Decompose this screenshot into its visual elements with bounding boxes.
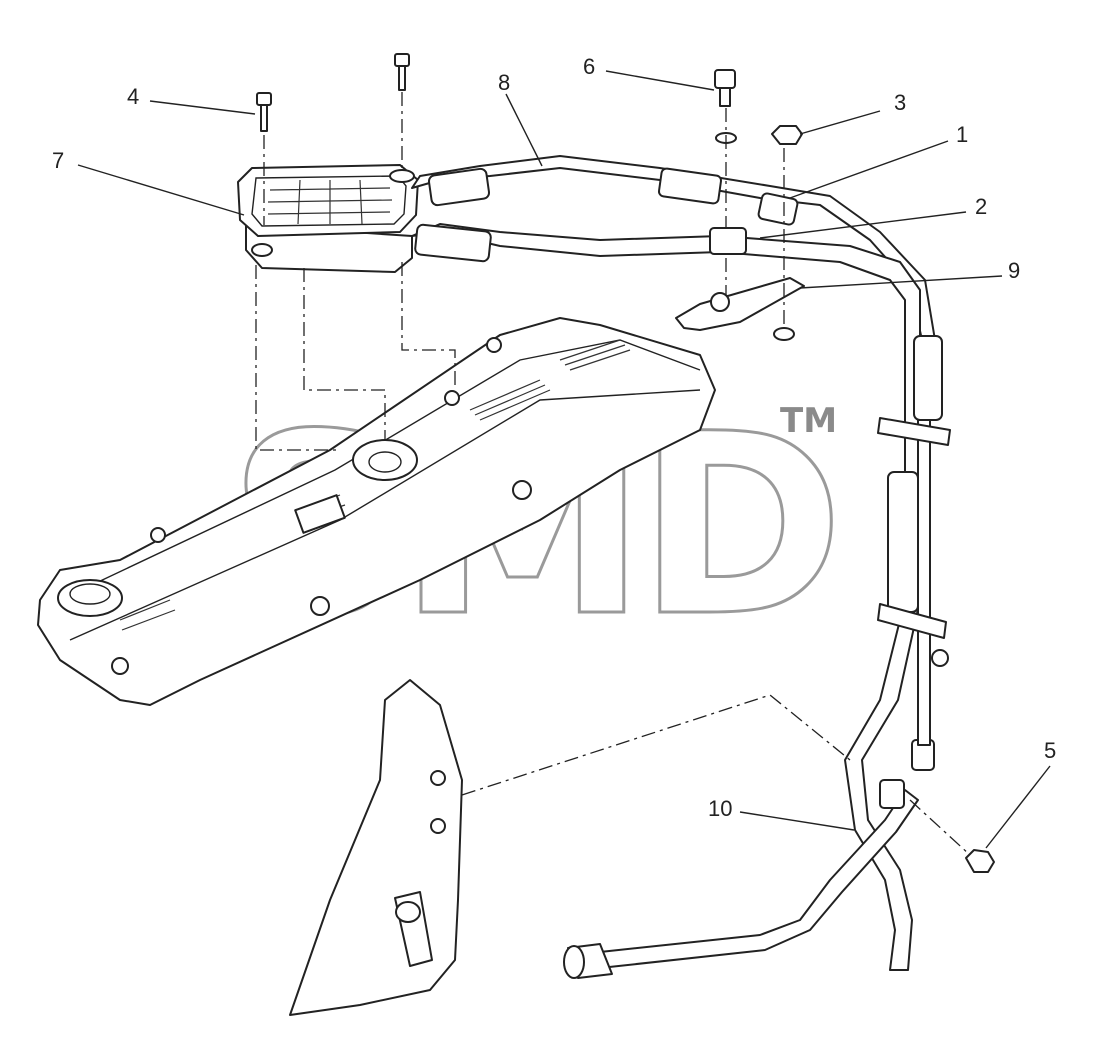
breather-separator: [237, 164, 419, 273]
bolt-6: [714, 69, 737, 144]
callout-10: 10: [708, 796, 732, 821]
trademark-symbol: TM: [780, 401, 837, 441]
callout-1: 1: [956, 122, 968, 147]
valve-cover: [37, 317, 716, 706]
hose-assembly: [411, 155, 951, 971]
callout-5: 5: [1044, 738, 1056, 763]
callout-4: 4: [127, 84, 139, 109]
assembly-lines: [255, 92, 971, 856]
bolt-4: [256, 92, 272, 132]
callout-7: 7: [52, 148, 64, 173]
callout-3: 3: [894, 90, 906, 115]
bolt-upper: [394, 53, 410, 91]
mounting-bracket: [675, 227, 805, 331]
nut-3: [771, 125, 803, 341]
callouts: 4 7 8 6 3 1 2 9 5 10: [52, 54, 1056, 821]
callout-9: 9: [1008, 258, 1020, 283]
dipstick-tube: [563, 779, 919, 979]
heat-shield: [289, 679, 463, 1016]
callout-8: 8: [498, 70, 510, 95]
bolt-5: [965, 849, 995, 873]
leader-lines: [77, 70, 1051, 849]
callout-2: 2: [975, 194, 987, 219]
callout-6: 6: [583, 54, 595, 79]
